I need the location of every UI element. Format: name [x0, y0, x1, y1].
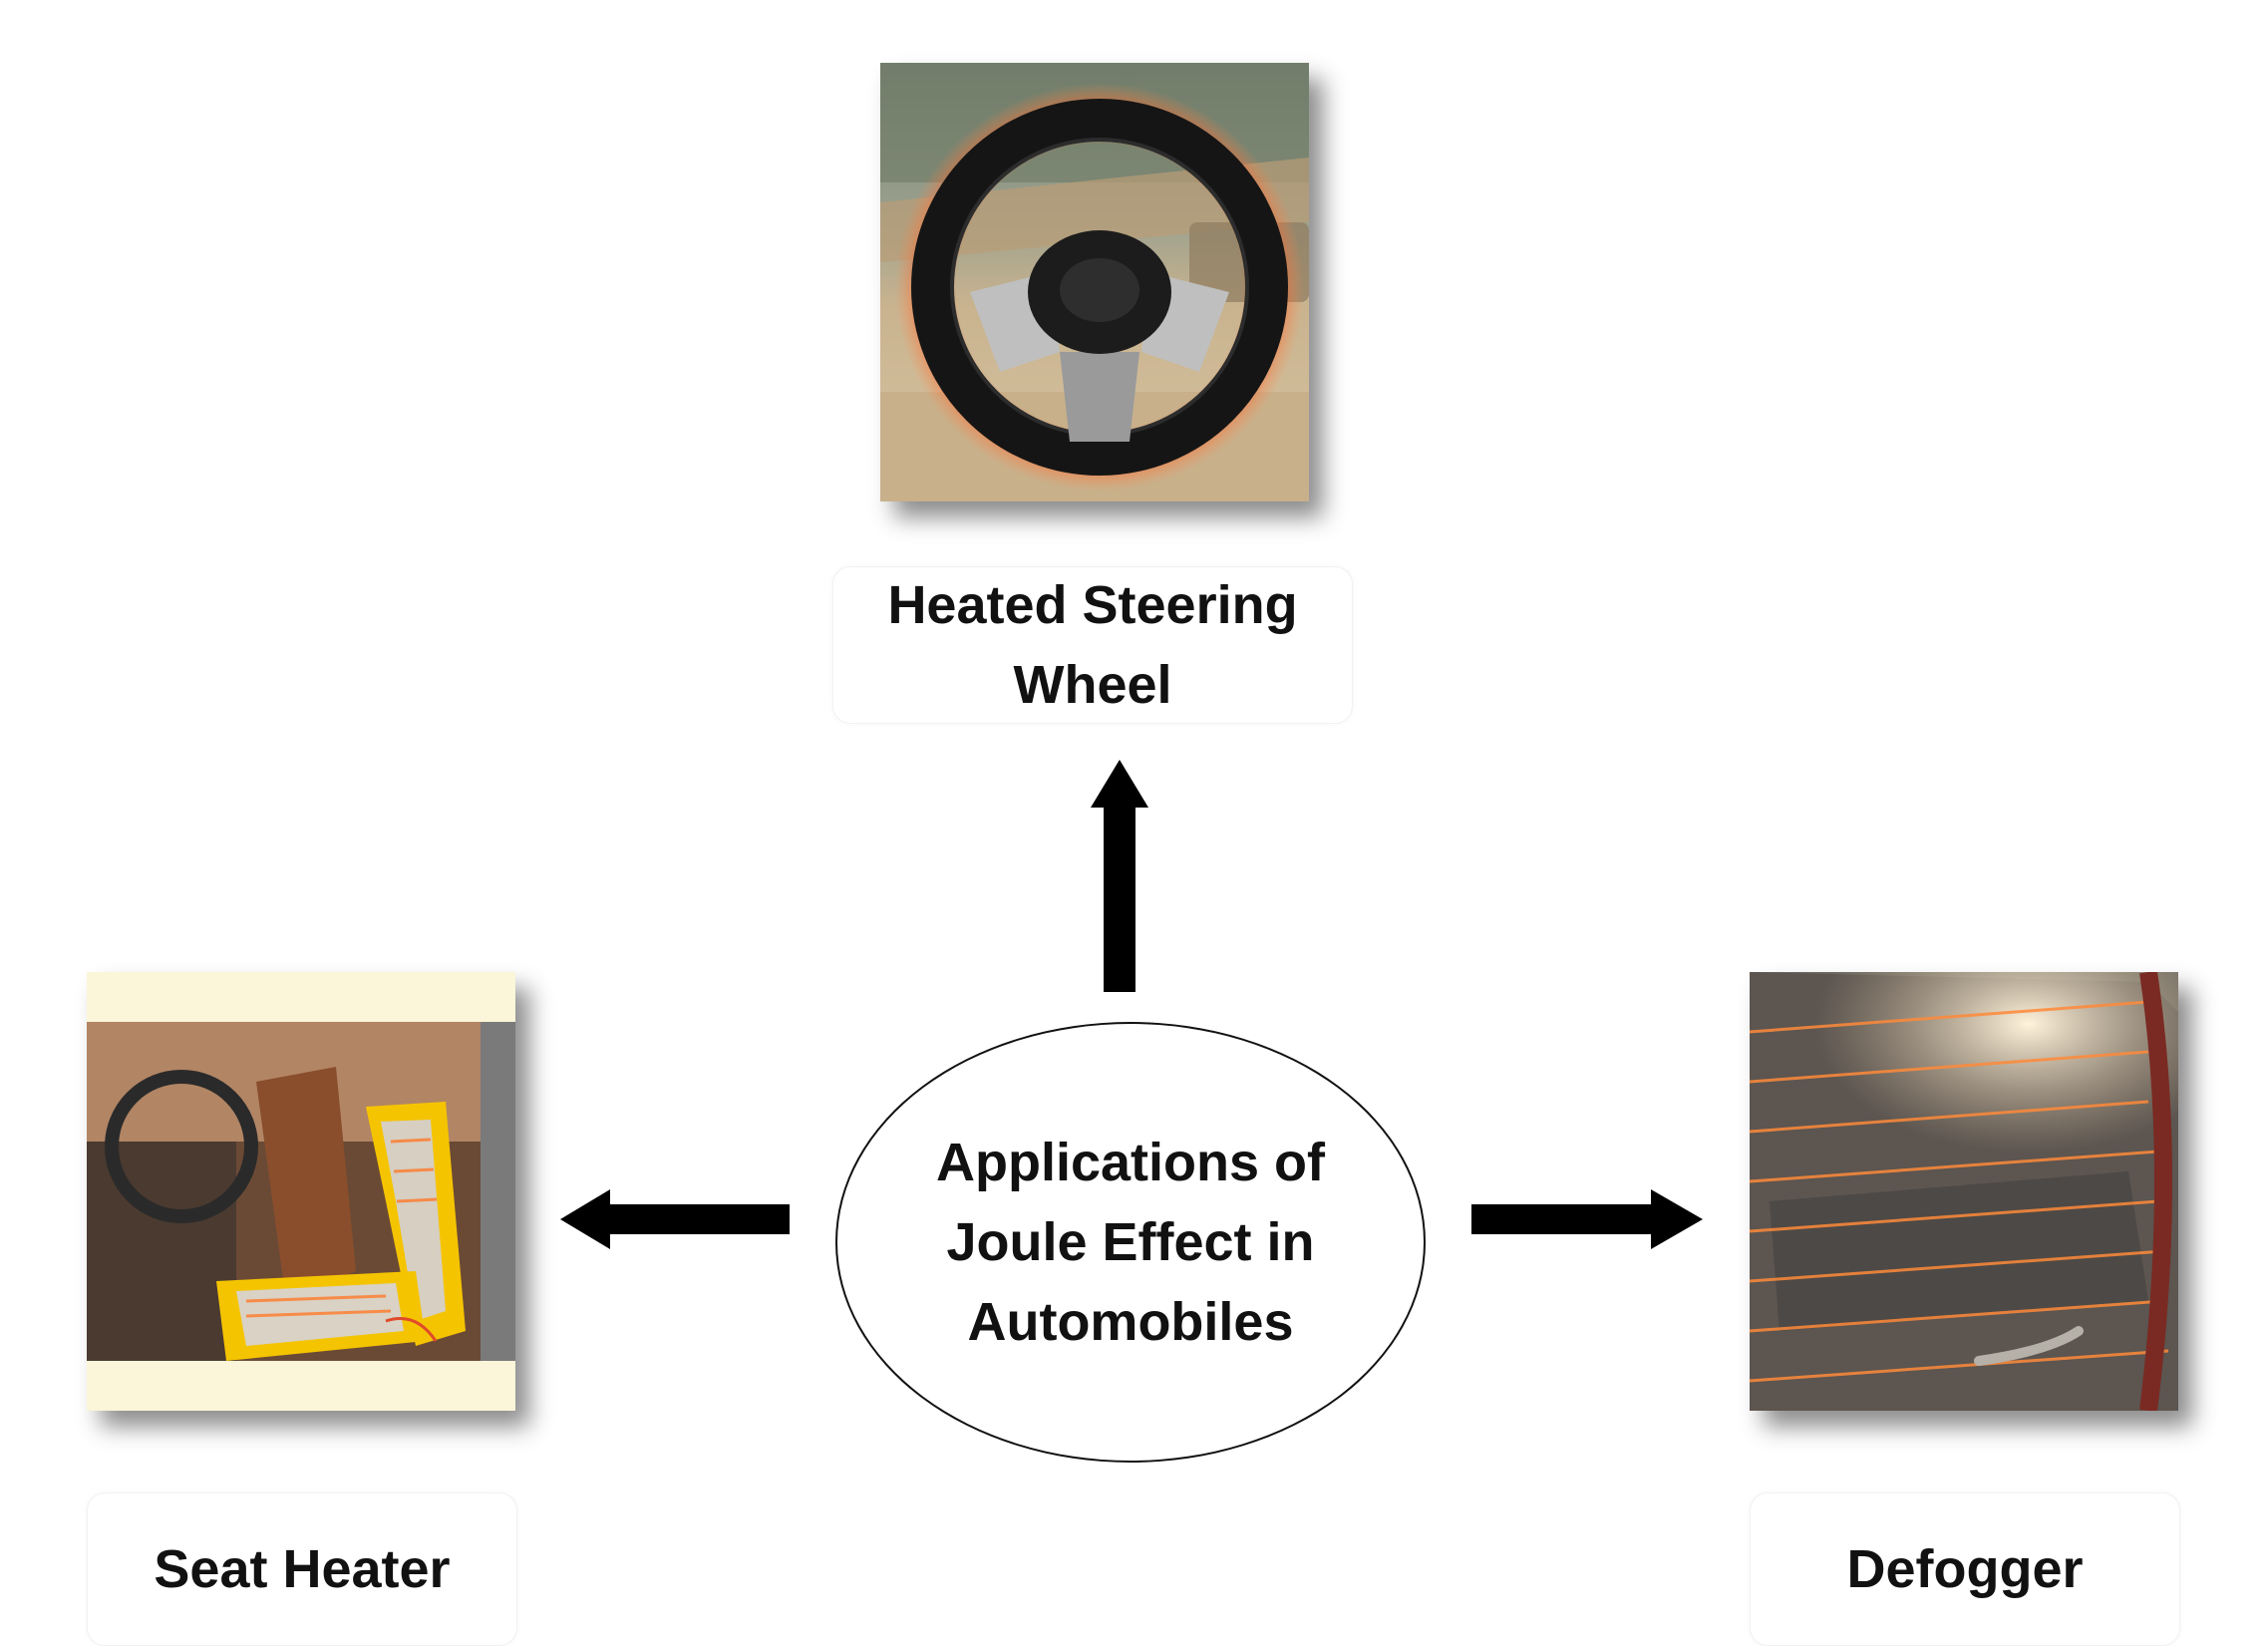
node-label-defogger: Defogger	[1750, 1492, 2180, 1646]
center-node-ellipse: Applications of Joule Effect in Automobi…	[835, 1022, 1426, 1463]
seat-heater-image	[87, 972, 515, 1411]
steering-wheel-image	[880, 63, 1309, 501]
node-label-heated-steering-wheel: Heated Steering Wheel	[832, 566, 1353, 724]
arrow-left	[560, 1189, 790, 1249]
node-label-seat-heater: Seat Heater	[87, 1492, 517, 1646]
arrow-right	[1471, 1189, 1703, 1249]
defogger-image	[1750, 972, 2178, 1411]
heated-steering-wheel-text: Heated Steering Wheel	[887, 575, 1298, 715]
arrow-up	[1091, 760, 1148, 992]
defogger-text: Defogger	[1846, 1539, 2084, 1599]
center-node-text: Applications of Joule Effect in Automobi…	[936, 1133, 1325, 1352]
seat-heater-text: Seat Heater	[154, 1539, 451, 1599]
